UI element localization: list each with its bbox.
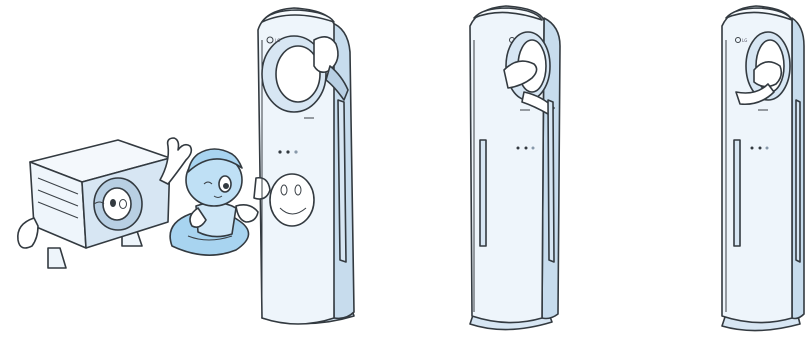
tower-ac-3-icon: LG (722, 6, 804, 331)
outdoor-unit-icon (18, 138, 192, 268)
brand-logo: LG (275, 38, 280, 43)
tower-ac-1-icon: LG (254, 8, 354, 324)
brand-logo-3: LG (742, 38, 747, 43)
tower-ac-2-icon: LG (470, 6, 560, 330)
